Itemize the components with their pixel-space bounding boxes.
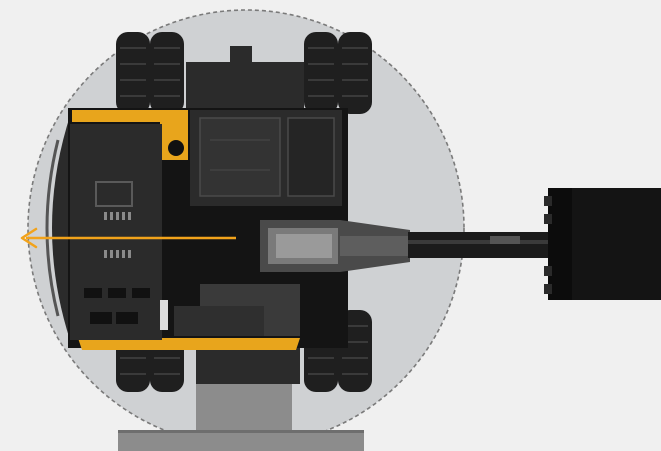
engine-hood [70, 124, 162, 284]
bucket [544, 188, 661, 300]
boom [260, 220, 410, 272]
yellow-trim-bottom [78, 338, 300, 350]
arrow-left-icon [20, 227, 236, 249]
